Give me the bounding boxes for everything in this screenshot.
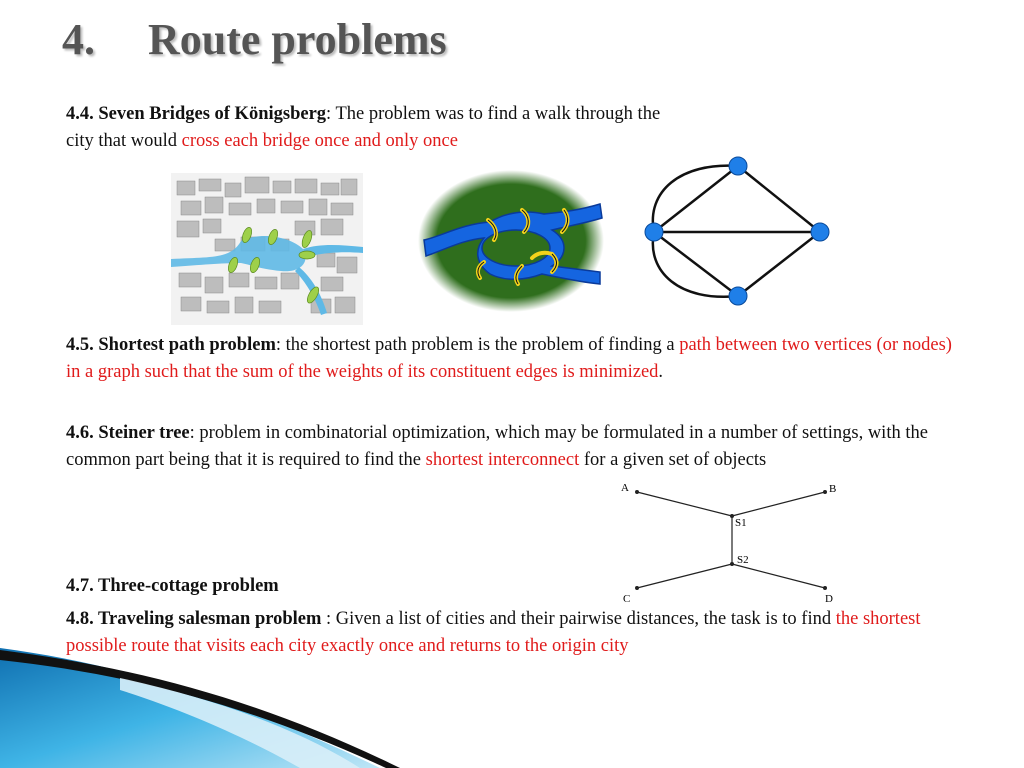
graph-edge bbox=[653, 231, 739, 297]
steiner-label-b: B bbox=[829, 483, 836, 495]
section-4-6-heading: 4.6. Steiner tree bbox=[66, 423, 190, 443]
section-4-7-heading: 4.7. Three-cottage problem bbox=[66, 576, 279, 596]
section-4-4-heading: 4.4. Seven Bridges of Königsberg bbox=[66, 104, 327, 124]
section-4-4-text2: city that would bbox=[66, 130, 182, 151]
steiner-tree-diagram: A B S1 S2 C D bbox=[621, 482, 836, 605]
slide-title: 4. Route problems bbox=[62, 14, 447, 65]
section-4-5: 4.5. Shortest path problem: the shortest… bbox=[66, 332, 956, 385]
section-4-8-heading: 4.8. Traveling salesman problem bbox=[66, 609, 322, 629]
title-text: Route problems bbox=[148, 15, 447, 64]
section-4-4-text1: : The problem was to find a walk through… bbox=[326, 104, 661, 124]
graph-edge bbox=[737, 165, 821, 233]
bridges-island-image bbox=[418, 170, 604, 312]
section-4-5-highlight: path between two vertices (or nodes) in … bbox=[66, 335, 952, 382]
section-4-8-text1: : Given a list of cities and their pairw… bbox=[321, 609, 836, 629]
section-4-5-text2: . bbox=[658, 361, 664, 382]
steiner-label-a: A bbox=[621, 482, 629, 494]
bridges-graph-image bbox=[644, 156, 830, 306]
graph-node bbox=[644, 222, 664, 242]
graph-edge bbox=[737, 231, 821, 297]
konigsberg-map-image bbox=[171, 173, 363, 325]
section-4-4: 4.4. Seven Bridges of Königsberg: The pr… bbox=[66, 101, 966, 154]
section-4-6-text2: for a given set of objects bbox=[579, 449, 767, 470]
section-4-6-highlight: shortest interconnect bbox=[425, 449, 580, 470]
section-4-5-text1: : the shortest path problem is the probl… bbox=[275, 335, 680, 355]
section-4-4-highlight: cross each bridge once and only once bbox=[181, 130, 458, 151]
steiner-label-c: C bbox=[623, 593, 630, 605]
section-4-5-heading: 4.5. Shortest path problem bbox=[66, 335, 276, 355]
graph-edge bbox=[653, 165, 739, 233]
steiner-label-s1: S1 bbox=[735, 517, 747, 529]
graph-node bbox=[810, 222, 830, 242]
graph-edge bbox=[651, 231, 739, 299]
steiner-label-s2: S2 bbox=[737, 554, 749, 566]
section-4-7: 4.7. Three-cottage problem bbox=[66, 573, 279, 600]
graph-node bbox=[728, 156, 748, 176]
steiner-label-d: D bbox=[825, 593, 833, 605]
graph-edge bbox=[651, 164, 739, 233]
section-4-6-text1: : problem in combinatorial optimization,… bbox=[66, 423, 928, 470]
title-number: 4. bbox=[62, 15, 95, 64]
section-4-6: 4.6. Steiner tree: problem in combinator… bbox=[66, 420, 976, 473]
section-4-8: 4.8. Traveling salesman problem : Given … bbox=[66, 606, 976, 659]
section-4-8-highlight: the shortest possible route that visits … bbox=[66, 609, 921, 656]
graph-node bbox=[728, 286, 748, 306]
